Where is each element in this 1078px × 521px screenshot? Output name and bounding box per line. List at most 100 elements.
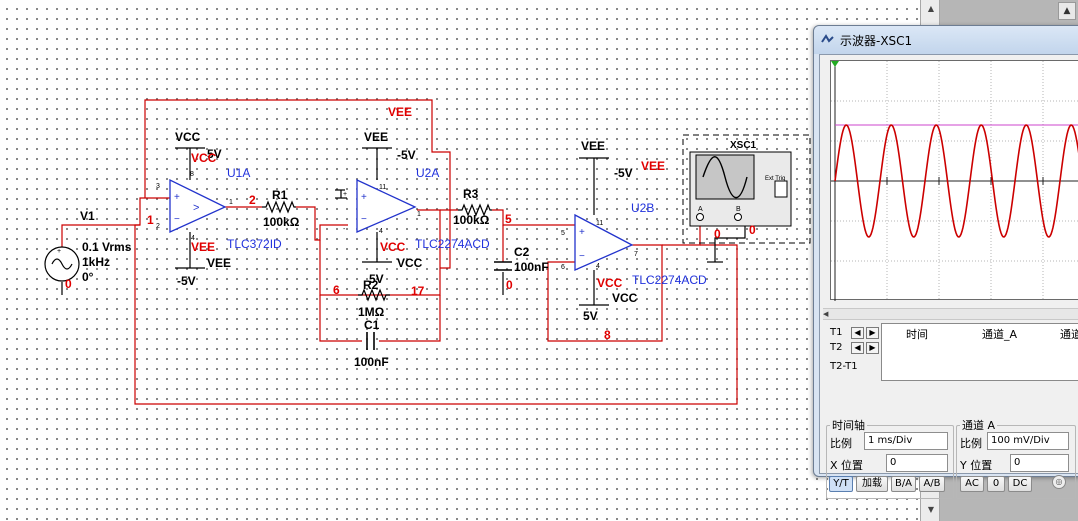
v1-amplitude: 0.1 Vrms [82,240,132,254]
display-hscrollbar[interactable]: ◀ [823,308,1078,320]
svg-text:>: > [193,202,199,214]
cursor-readout-table: 时间 通道_A 通道 [881,323,1078,381]
u2b-part: TLC2274ACD [632,273,707,287]
oscilloscope-xsc1-symbol[interactable] [682,134,811,244]
u1a-part: TLC372ID [227,237,282,251]
t2-label: T2 [830,342,843,353]
resistor-r3[interactable] [458,203,492,217]
cursor-panel: T1 ◀ ▶ T2 ◀ ▶ T2-T1 时间 通道_A 通道 [823,323,1078,385]
opamp-u1a[interactable]: + − > [169,178,227,234]
coupling-ac-button[interactable]: AC [960,476,984,492]
col-time: 时间 [906,328,928,341]
u2b-vee-net: VEE [641,159,665,173]
u1a-pin-3: 3 [156,183,160,190]
timebase-scale-field[interactable]: 1 ms/Div [864,432,948,450]
timebase-xpos-field[interactable]: 0 [886,454,948,472]
u2a-pin-minus: - [343,226,346,233]
t2-left-arrow-icon[interactable]: ◀ [851,342,864,354]
wire-n8 [547,244,663,342]
resistor-r1[interactable] [262,200,296,214]
u2a-vee-label: VEE [364,130,388,144]
opamp-u2a[interactable]: + − [356,178,417,233]
oscilloscope-window[interactable]: 示波器-XSC1 ◀ [813,25,1078,499]
r2-ref: R2 [363,278,379,292]
channel-a-ypos-field[interactable]: 0 [1010,454,1069,472]
scroll-left-icon[interactable]: ◀ [823,310,829,318]
dc-offset-radio-icon[interactable]: ◎ [1052,475,1066,489]
net-2: 2 [249,193,256,207]
u2b-pin-7: 7 [634,251,638,258]
v1-label: V1 [80,209,95,223]
u2b-ref: U2B [631,201,654,215]
u2a-vcc-net: VCC [380,240,406,254]
v1-phase: 0° [82,270,94,284]
mode-ba-button[interactable]: B/A [891,476,916,492]
u2a-pin-4: 4 [379,228,383,235]
u2a-ref: U2A [416,166,439,180]
mode-yt-button[interactable]: Y/T [829,476,853,492]
c1-value: 100nF [354,355,389,369]
svg-text:+: + [57,248,61,255]
ac-source-v1[interactable]: + [44,246,80,282]
scroll-up-right-icon[interactable]: ▲ [1058,2,1076,20]
c1-ref: C1 [364,318,380,332]
u1a-pin-1: 1 [229,199,233,206]
u2a-pin-11: 11 [379,184,386,191]
mode-ab-button[interactable]: A/B [919,476,945,492]
u2a-part: TLC2274ACD [415,237,490,251]
u2b-vee-value: -5V [614,166,633,180]
u1a-vee-label: VEE [207,256,231,270]
opamp-u2b[interactable]: + − [574,213,634,271]
scroll-up-icon[interactable]: ▲ [927,4,935,13]
xsc1-ch-b: B [736,206,741,213]
coupling-zero-button[interactable]: 0 [987,476,1005,492]
r3-value: 100kΩ [453,213,490,227]
channel-a-group-label: 通道 A [960,417,998,433]
col-channel-a: 通道_A [982,328,1018,341]
net-0-c2: 0 [506,278,513,292]
timebase-group [826,425,954,499]
net-0-scope-b: 0 [749,223,756,237]
svg-text:−: − [174,214,180,225]
xsc1-ch-a: A [698,206,703,213]
t1-left-arrow-icon[interactable]: ◀ [851,327,864,339]
r1-value: 100kΩ [263,215,300,229]
channel-a-trace [834,124,1078,238]
mode-add-button[interactable]: 加载 [856,476,888,492]
u1a-pin-8: 8 [190,171,194,178]
c2-ref: C2 [514,245,530,259]
u1a-pin-4: 4 [191,235,195,242]
oscilloscope-titlebar[interactable]: 示波器-XSC1 [814,26,1078,54]
svg-text:+: + [579,227,585,238]
wire-to-scope-a [662,225,701,246]
net-0-scope-a: 0 [714,227,721,241]
oscilloscope-display[interactable] [830,60,1078,301]
u2a-pin-plus: + [343,191,347,198]
oscilloscope-client: ◀ T1 ◀ ▶ T2 ◀ ▶ T2-T1 时间 通道_A 通道 时间轴 比例 … [819,54,1078,499]
coupling-dc-button[interactable]: DC [1008,476,1032,492]
t1-right-arrow-icon[interactable]: ▶ [866,327,879,339]
col-channel-b: 通道 [1060,328,1078,341]
timebase-xpos-label: X 位置 [830,459,864,472]
oscilloscope-app-icon [821,34,834,43]
capacitor-c1[interactable] [366,332,375,350]
scroll-down-icon[interactable]: ▼ [927,505,935,514]
svg-text:−: − [579,251,585,262]
resistor-r2[interactable] [358,288,390,302]
capacitor-c2[interactable] [494,261,512,271]
u2b-pin-11: 11 [596,220,603,227]
wire-vee-top [144,99,451,269]
channel-a-scale-field[interactable]: 100 mV/Div [987,432,1069,450]
svg-text:+: + [361,192,367,203]
net-1: 1 [147,213,154,227]
u2b-vcc-label: VCC [612,291,638,305]
wire-r1-u2a [296,206,348,241]
c2-value: 100nF [514,260,549,274]
u1a-ref: U1A [227,166,250,180]
wire-c1-right [379,295,441,342]
schematic-workspace[interactable]: + + − > + − + − V1 [0,0,920,521]
t2-right-arrow-icon[interactable]: ▶ [866,342,879,354]
u2b-vcc-value: 5V [583,309,598,323]
svg-text:−: − [361,214,367,225]
u2a-vcc-label: VCC [397,256,423,270]
